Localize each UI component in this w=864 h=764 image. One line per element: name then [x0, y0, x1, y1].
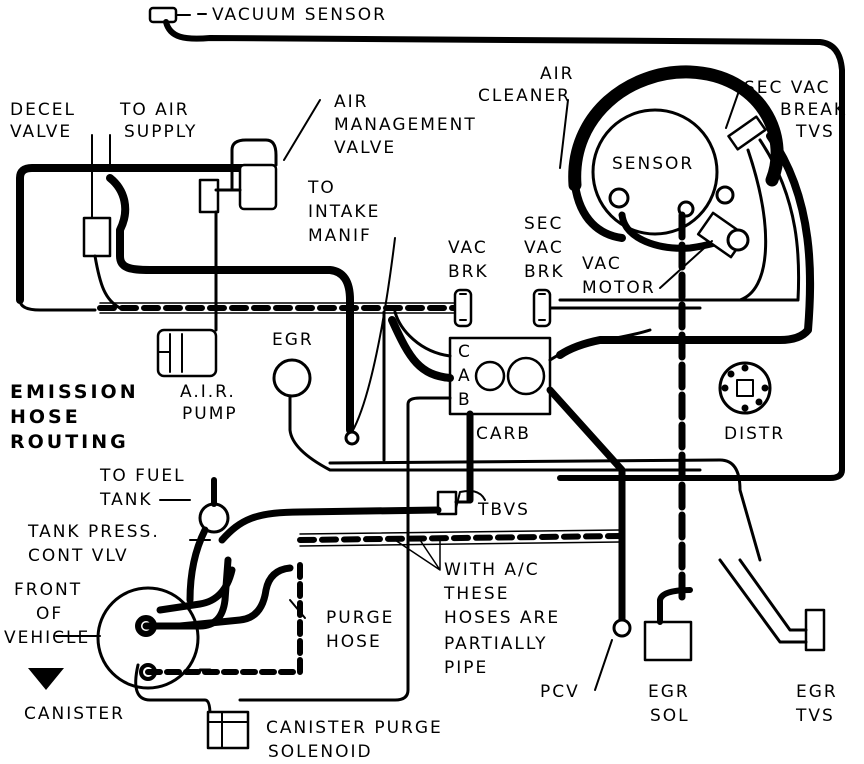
sensor-label: SENSOR — [612, 154, 695, 174]
canister-purge-label-2: SOLENOID — [268, 742, 373, 762]
tank-press-label-1: TANK PRESS. — [28, 522, 160, 542]
carb-label: CARB — [476, 424, 531, 444]
egr-tvs-label-2: TVS — [796, 706, 835, 726]
vac-motor-label-2: MOTOR — [582, 278, 656, 298]
carburetor — [382, 310, 652, 624]
air-pump — [156, 328, 218, 378]
sec-vac-brk-label-2: VAC — [524, 238, 564, 258]
front-arrow-icon — [28, 668, 64, 690]
sec-vac-brk-fitting — [532, 288, 552, 328]
with-ac-label-2: THESE — [444, 584, 510, 604]
vac-brk-fitting — [453, 288, 473, 328]
tbvs-valve — [218, 490, 486, 544]
air-cleaner-label-2: CLEANER — [478, 86, 571, 106]
vac-brk-label-2: BRK — [448, 262, 489, 282]
to-intake-label-3: MANIF — [308, 226, 372, 246]
vac-motor-label-1: VAC — [582, 254, 622, 274]
sec-vac-break-label-3: TVS — [796, 122, 835, 142]
canister-label: CANISTER — [24, 704, 125, 724]
canister-purge-label-1: CANISTER PURGE — [266, 718, 443, 738]
with-ac-label-5: PIPE — [444, 658, 489, 678]
carb-b-label: B — [458, 390, 472, 410]
front-label-1: FRONT — [14, 580, 83, 600]
purge-hose-label-2: HOSE — [326, 632, 382, 652]
title-line-1: EMISSION — [10, 381, 139, 403]
title-line-2: HOSE — [10, 406, 81, 428]
egr-sol-label-1: EGR — [648, 682, 690, 702]
air-pump-label-1: A.I.R. — [180, 382, 236, 402]
sec-vac-break-label-1: SEC VAC — [744, 78, 831, 98]
pcv-label: PCV — [540, 682, 580, 702]
decel-valve-area — [16, 134, 354, 434]
front-label-3: VEHICLE — [4, 628, 91, 648]
to-air-supply-label-2: SUPPLY — [124, 122, 198, 142]
front-label-2: OF — [36, 604, 64, 624]
to-air-supply-label-1: TO AIR — [120, 100, 190, 120]
canister-purge-solenoid — [206, 710, 250, 750]
distr-label: DISTR — [724, 424, 786, 444]
vacuum-sensor-label: VACUUM SENSOR — [212, 5, 387, 25]
air-cleaner — [568, 65, 784, 289]
to-intake-label-2: INTAKE — [308, 202, 381, 222]
to-intake-label-1: TO — [308, 178, 336, 198]
title-line-3: ROUTING — [10, 431, 129, 453]
sec-vac-break-label-2: BREAK — [780, 100, 847, 120]
egr-sol-label-2: SOL — [650, 706, 690, 726]
pcv-valve — [594, 618, 632, 691]
air-pump-label-2: PUMP — [182, 404, 238, 424]
tank-pressure-control-valve — [186, 477, 230, 604]
with-ac-label-1: WITH A/C — [444, 560, 540, 580]
carb-a-label: A — [458, 366, 472, 386]
tank-press-label-2: CONT VLV — [28, 546, 129, 566]
dashed-hose-middle — [297, 533, 623, 543]
vac-brk-label-1: VAC — [448, 238, 488, 258]
decel-valve-label-2: VALVE — [10, 122, 73, 142]
canister-component — [96, 556, 410, 717]
decel-valve-label-1: DECEL — [10, 100, 76, 120]
distributor — [718, 361, 772, 415]
with-ac-label-4: PARTIALLY — [444, 634, 548, 654]
air-management-label-2: MANAGEMENT — [334, 115, 477, 135]
egr-tvs — [718, 558, 826, 652]
tbvs-label: TBVS — [478, 500, 530, 520]
with-ac-label-3: HOSES ARE — [444, 608, 561, 628]
air-management-valve — [198, 99, 321, 332]
vacuum-sensor-component — [148, 6, 845, 481]
purge-hose-label-1: PURGE — [326, 608, 395, 628]
to-fuel-tank-label-1: TO FUEL — [100, 466, 186, 486]
sec-vac-brk-label-3: BRK — [524, 262, 565, 282]
egr-valve — [272, 358, 762, 562]
sec-vac-brk-label-1: SEC — [524, 214, 564, 234]
air-management-label-1: AIR — [334, 92, 369, 112]
egr-solenoid — [643, 587, 693, 662]
carb-c-label: C — [458, 342, 472, 362]
air-cleaner-label-1: AIR — [540, 64, 575, 84]
egr-tvs-label-1: EGR — [796, 682, 838, 702]
to-fuel-tank-label-2: TANK — [100, 490, 153, 510]
air-management-label-3: VALVE — [334, 138, 397, 158]
egr-label: EGR — [272, 330, 314, 350]
